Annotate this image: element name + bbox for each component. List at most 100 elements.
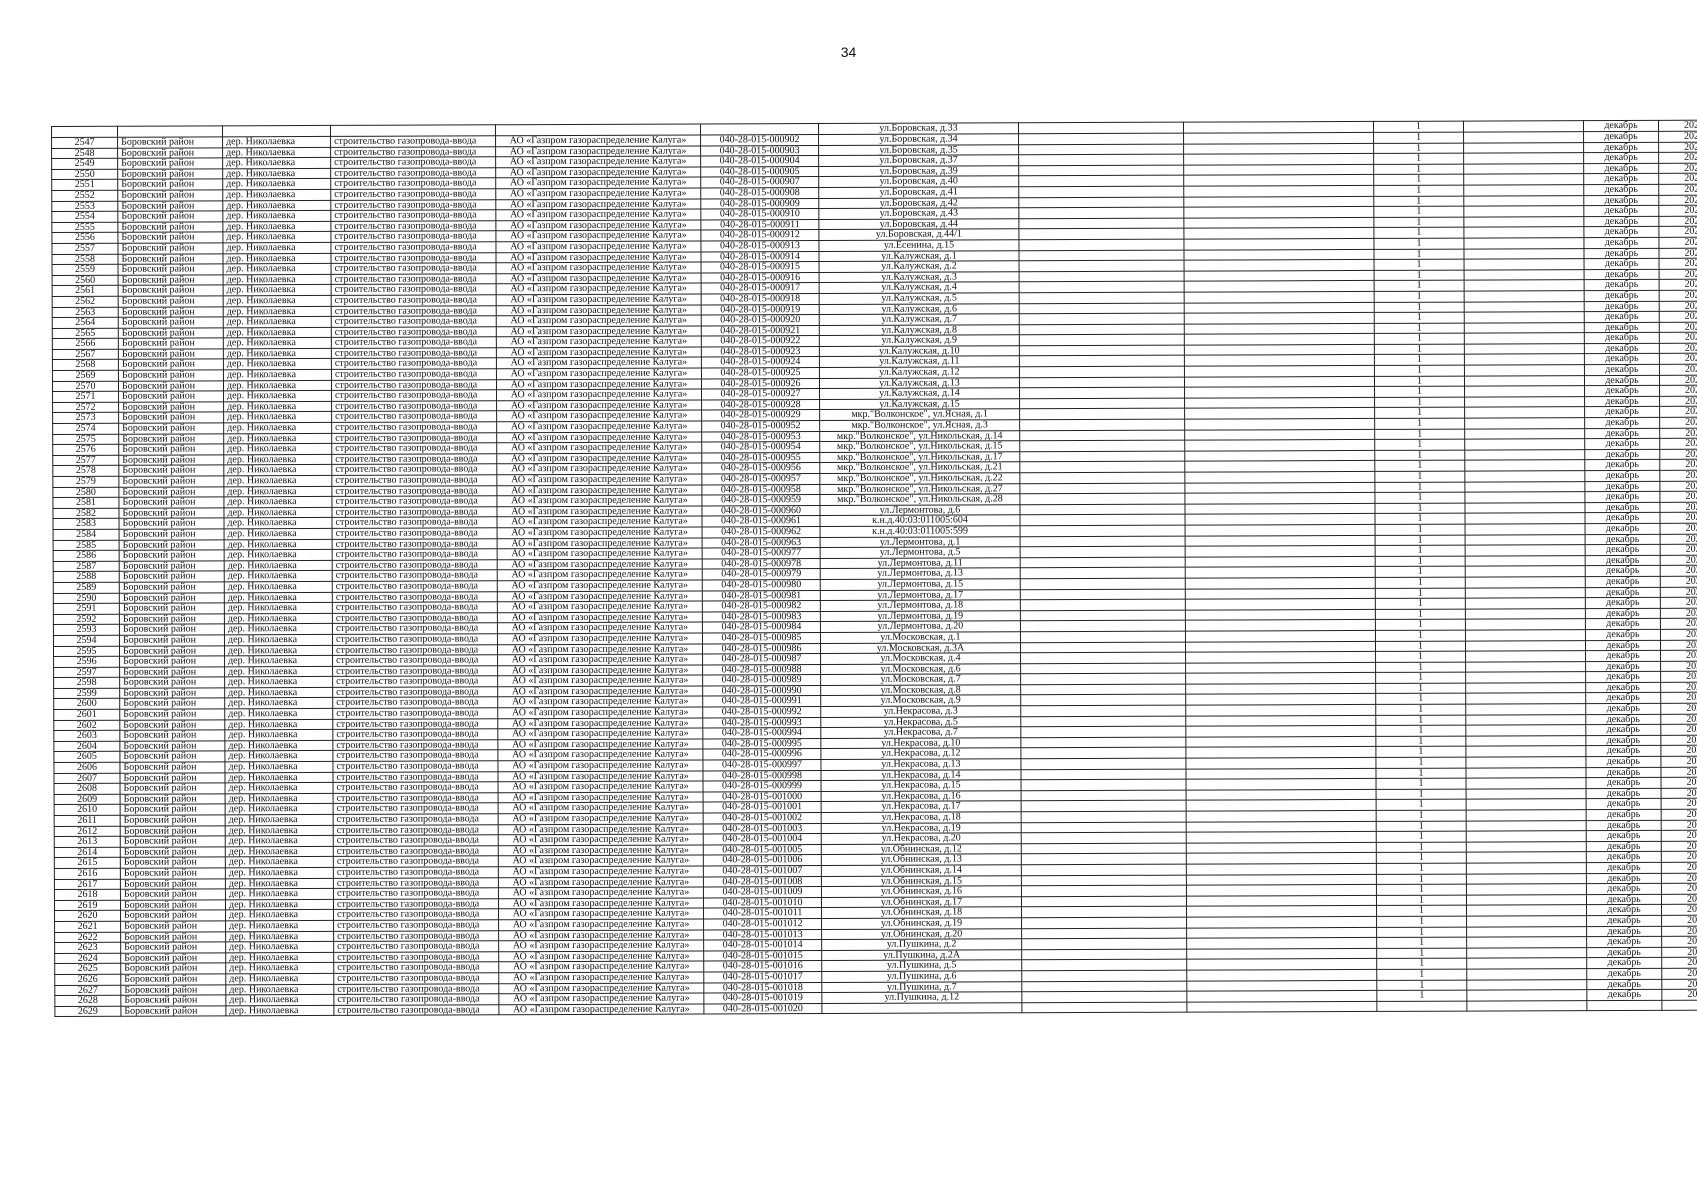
cell-work-type: строительство газопровода-ввода (333, 834, 499, 847)
cell-blank-c (1466, 947, 1587, 959)
cell-blank-c (1465, 746, 1586, 758)
cell-row-number: 2616 (54, 868, 121, 880)
cell-month: декабрь (1584, 343, 1660, 355)
cell-blank-b (1186, 873, 1377, 886)
cell-quantity: 1 (1376, 968, 1467, 980)
cell-month: декабрь (1584, 385, 1660, 397)
cell-blank-c (1466, 777, 1587, 789)
cell-blank-c (1465, 724, 1586, 736)
cell-object-code: 040-28-015-000987 (702, 653, 821, 665)
cell-work-type: строительство газопровода-ввода (331, 326, 497, 338)
cell-month: декабрь (1585, 555, 1661, 566)
cell-object-code: 040-28-015-000982 (702, 600, 821, 612)
cell-blank-c (1464, 332, 1585, 344)
cell-settlement: дер. Николаевка (224, 761, 333, 773)
cell-blank-a (1020, 736, 1186, 749)
cell-address: ул.Некрасова, д.15 (821, 779, 1022, 792)
cell-row-number: 2600 (53, 698, 120, 710)
cell-quantity: 1 (1373, 195, 1464, 207)
cell-blank-c (1466, 904, 1587, 917)
cell-district: Боровский район (118, 497, 224, 509)
cell-blank-c (1463, 237, 1584, 249)
cell-district: Боровский район (118, 263, 224, 275)
cell-year: 2028 (1659, 353, 1697, 365)
cell-blank-a (1020, 525, 1186, 537)
cell-blank-c (1466, 968, 1587, 980)
cell-district: Боровский район (120, 867, 226, 879)
cell-address: мкр."Волконское", ул.Ясная, д.3 (819, 419, 1020, 432)
cell-object-code: 040-28-015-000994 (702, 727, 821, 739)
cell-quantity: 1 (1374, 343, 1465, 355)
cell-row-number: 2601 (53, 709, 120, 721)
cell-work-type: строительство газопровода-ввода (330, 188, 496, 200)
cell-row-number: 2625 (54, 963, 121, 975)
cell-row-number: 2581 (52, 497, 119, 509)
cell-blank-b (1185, 757, 1376, 769)
cell-blank-b (1185, 725, 1376, 737)
cell-settlement: дер. Николаевка (223, 401, 332, 413)
cell-year: 2028 (1661, 893, 1697, 905)
cell-address: ул.Обнинская, д.20 (821, 928, 1022, 940)
cell-address: ул.Обнинская, д.16 (821, 885, 1022, 898)
cell-district: Боровский район (117, 147, 223, 159)
cell-row-number: 2562 (52, 296, 119, 307)
cell-blank-c (1464, 354, 1585, 366)
cell-address: ул.Боровская, д.33 (818, 122, 1019, 135)
cell-blank-b (1185, 768, 1377, 780)
cell-district: Боровский район (117, 221, 223, 233)
cell-blank-b (1184, 503, 1375, 515)
cell-blank-b (1185, 662, 1376, 674)
cell-settlement: дер. Николаевка (225, 899, 334, 911)
cell-month: декабрь (1586, 925, 1662, 937)
cell-year: 2028 (1659, 427, 1697, 439)
cell-work-type: строительство газопровода-ввода (333, 930, 499, 942)
cell-month: декабрь (1586, 798, 1662, 810)
cell-quantity: 1 (1375, 725, 1466, 737)
cell-blank-a (1020, 599, 1186, 611)
cell-settlement: дер. Николаевка (224, 517, 333, 529)
cell-object-code: 040-28-015-000908 (700, 187, 819, 199)
cell-month: декабрь (1584, 396, 1660, 408)
cell-row-number: 2564 (52, 317, 119, 329)
cell-blank-a (1021, 821, 1187, 833)
cell-district: Боровский район (119, 677, 225, 689)
cell-month: декабрь (1586, 809, 1662, 821)
cell-quantity: 1 (1375, 672, 1466, 684)
cell-month: декабрь (1586, 841, 1662, 852)
cell-quantity: 1 (1375, 555, 1466, 567)
cell-year: 2028 (1661, 798, 1697, 810)
cell-blank-c (1464, 417, 1585, 429)
cell-blank-a (1021, 895, 1187, 908)
cell-organization: АО «Газпром газораспределение Калуга» (497, 717, 703, 730)
cell-blank-c (1464, 322, 1585, 334)
cell-settlement: дер. Николаевка (225, 909, 334, 921)
cell-year: 2028 (1660, 713, 1697, 725)
cell-year: 2028 (1659, 258, 1697, 270)
cell-quantity: 1 (1375, 767, 1467, 779)
cell-work-type: строительство газопровода-ввода (332, 676, 498, 688)
cell-address: ул.Некрасова, д.18 (821, 811, 1022, 824)
cell-blank-b (1186, 937, 1377, 949)
cell-quantity: 1 (1376, 979, 1467, 991)
cell-blank-b (1185, 630, 1376, 642)
cell-year: 2028 (1660, 523, 1697, 534)
cell-organization: АО «Газпром газораспределение Калуга» (495, 198, 701, 210)
cell-district: Боровский район (117, 158, 223, 170)
cell-settlement: дер. Николаевка (224, 634, 333, 646)
cell-organization: АО «Газпром газораспределение Калуга» (496, 452, 702, 465)
cell-blank-b (1185, 598, 1376, 610)
cell-work-type: строительство газопровода-ввода (333, 803, 499, 815)
cell-month: декабрь (1586, 777, 1662, 789)
cell-district: Боровский район (118, 327, 224, 339)
cell-quantity: 1 (1376, 947, 1467, 959)
cell-settlement: дер. Николаевка (223, 454, 332, 466)
cell-district: Боровский район (118, 475, 224, 487)
cell-settlement: дер. Николаевка (223, 316, 332, 328)
cell-blank-c (1464, 438, 1585, 450)
cell-year: 2028 (1658, 152, 1697, 164)
cell-settlement: дер. Николаевка (223, 433, 332, 445)
cell-row-number: 2565 (52, 327, 119, 339)
cell-blank-a (1019, 429, 1185, 442)
cell-object-code: 040-28-015-000956 (701, 462, 820, 475)
cell-month: декабрь (1586, 830, 1662, 842)
